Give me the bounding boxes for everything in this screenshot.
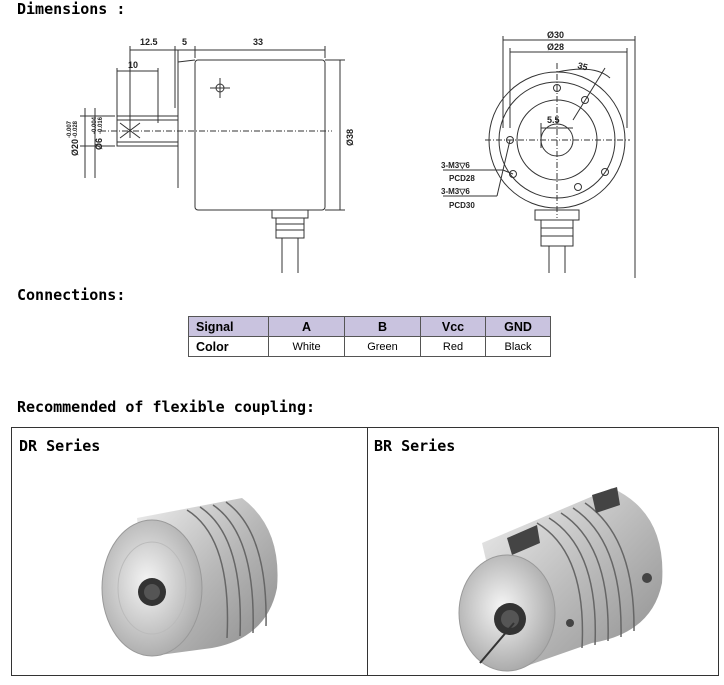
connections-heading: Connections:	[17, 286, 126, 304]
color-vcc: Red	[420, 336, 486, 357]
dim-35: 35	[576, 60, 588, 72]
dim-5-5: 5.5	[547, 115, 560, 125]
label-pcd30: PCD30	[449, 201, 475, 210]
header-gnd: GND	[485, 316, 551, 337]
dimensions-heading: Dimensions :	[17, 0, 126, 18]
br-series-title: BR Series	[374, 437, 456, 455]
dr-series-title: DR Series	[19, 437, 101, 455]
table-header-row: Signal A B Vcc GND	[188, 316, 551, 337]
dim-d20-tol-lower: -0.028	[73, 120, 79, 138]
dim-12-5: 12.5	[140, 37, 158, 47]
header-b: B	[344, 316, 421, 337]
dim-d28: Ø28	[547, 42, 564, 52]
br-coupling-image	[458, 487, 663, 672]
recommended-heading: Recommended of flexible coupling:	[17, 398, 316, 416]
dim-d6-tol-upper: -0.004	[92, 116, 98, 134]
label-pcd28: PCD28	[449, 174, 475, 183]
header-a: A	[268, 316, 345, 337]
dr-series-cell: DR Series	[12, 428, 368, 675]
label-m3-a: 3-M3▽6	[441, 161, 470, 170]
dim-d20-tol-upper: -0.007	[67, 120, 73, 138]
dim-d20: Ø20	[70, 139, 80, 156]
side-view-drawing: 12.5 5 33 10 Ø38 Ø20 -0.007 -0.028 Ø6 -0…	[67, 37, 355, 273]
dim-d30: Ø30	[547, 30, 564, 40]
dim-d38: Ø38	[345, 129, 355, 146]
color-b: Green	[344, 336, 421, 357]
dim-33: 33	[253, 37, 263, 47]
color-a: White	[268, 336, 345, 357]
dim-10: 10	[128, 60, 138, 70]
label-m3-b: 3-M3▽6	[441, 187, 470, 196]
header-vcc: Vcc	[420, 316, 486, 337]
front-view-drawing: Ø30 Ø28 35 5.5 3-M3▽6 PCD28 3-M3▽6 PCD30	[441, 30, 636, 278]
header-signal: Signal	[188, 316, 269, 337]
row-label-color: Color	[188, 336, 269, 357]
table-row: Color White Green Red Black	[188, 336, 551, 357]
dim-d6-tol-lower: -0.016	[98, 116, 104, 134]
color-gnd: Black	[485, 336, 551, 357]
connections-table: Signal A B Vcc GND Color White Green Red…	[188, 316, 551, 357]
br-series-cell: BR Series	[367, 428, 718, 675]
dim-5: 5	[182, 37, 187, 47]
dim-d6: Ø6	[94, 138, 104, 150]
dr-coupling-image	[101, 498, 278, 657]
couplings-panel: DR Series	[11, 427, 719, 676]
